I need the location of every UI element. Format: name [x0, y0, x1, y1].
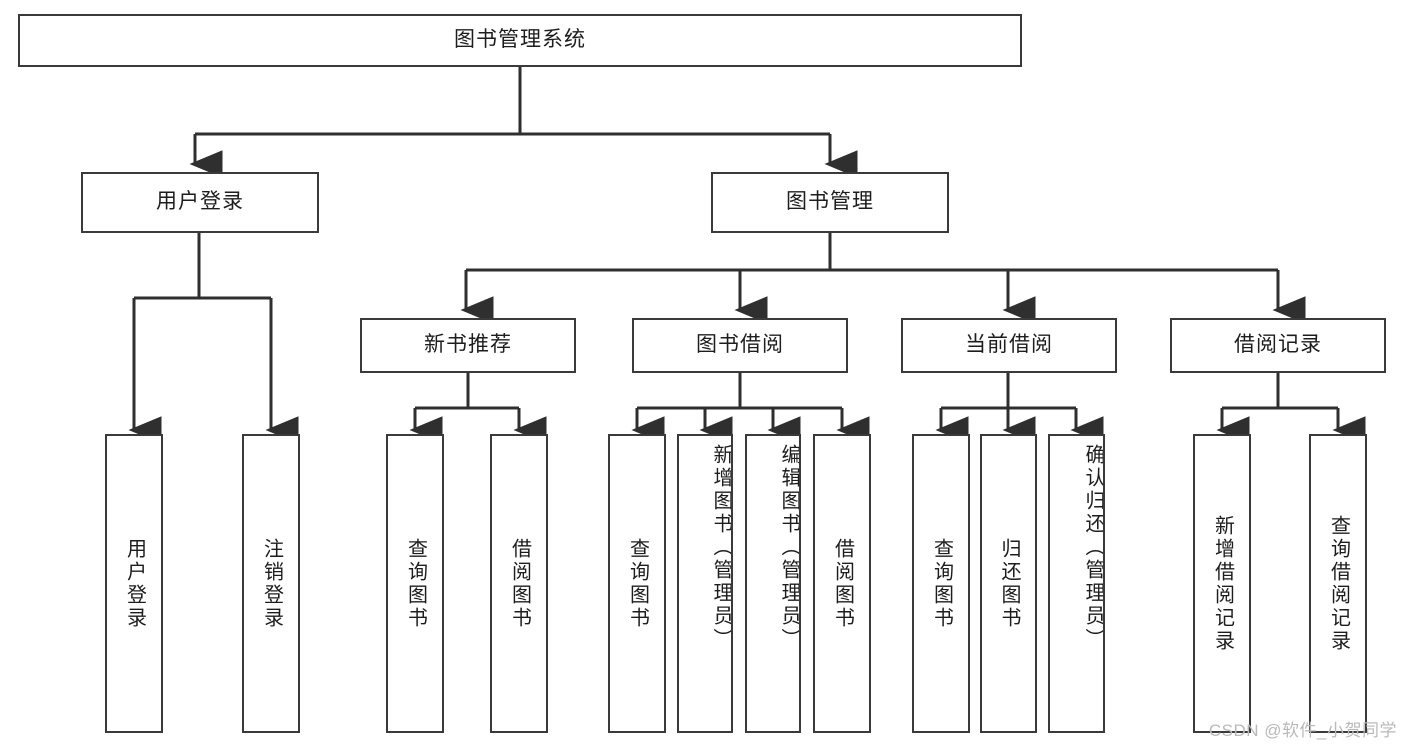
leaf-current-return-book[interactable]: 归还图书: [980, 434, 1037, 733]
node-label: 确认归还（管理员）: [1082, 444, 1104, 651]
node-user-login[interactable]: 用户登录: [81, 172, 319, 233]
node-label: 借阅图书: [508, 537, 531, 630]
node-label: 图书管理: [786, 190, 874, 214]
node-label: 当前借阅: [965, 333, 1053, 357]
node-new-book-recommend[interactable]: 新书推荐: [360, 318, 576, 373]
node-label: 图书借阅: [696, 333, 784, 357]
node-label: 编辑图书（管理员）: [778, 444, 800, 651]
node-book-management[interactable]: 图书管理: [711, 172, 949, 233]
leaf-user-login-logout[interactable]: 注销登录: [242, 434, 300, 733]
node-label: 新书推荐: [424, 333, 512, 357]
node-current-borrow[interactable]: 当前借阅: [901, 318, 1117, 373]
leaf-record-query-record[interactable]: 查询借阅记录: [1309, 434, 1367, 733]
node-label: 查询图书: [626, 537, 649, 630]
leaf-user-login-login[interactable]: 用户登录: [105, 434, 163, 733]
node-label: 查询图书: [930, 537, 953, 630]
node-label: 借阅图书: [831, 537, 854, 630]
node-root-system[interactable]: 图书管理系统: [18, 14, 1022, 67]
leaf-borrow-borrow-book[interactable]: 借阅图书: [813, 434, 871, 733]
node-label: 用户登录: [156, 190, 244, 214]
leaf-current-query-book[interactable]: 查询图书: [912, 434, 970, 733]
node-label: 注销登录: [260, 537, 283, 630]
leaf-borrow-query-book[interactable]: 查询图书: [608, 434, 666, 733]
leaf-recommend-query-book[interactable]: 查询图书: [386, 434, 444, 733]
leaf-borrow-edit-book[interactable]: 编辑图书（管理员）: [745, 434, 801, 733]
node-label: 借阅记录: [1234, 333, 1322, 357]
node-label: 用户登录: [123, 537, 146, 630]
node-label: 新增借阅记录: [1211, 514, 1234, 653]
node-borrow-record[interactable]: 借阅记录: [1170, 318, 1386, 373]
leaf-borrow-add-book[interactable]: 新增图书（管理员）: [677, 434, 733, 733]
leaf-record-add-record[interactable]: 新增借阅记录: [1193, 434, 1251, 733]
node-label: 图书管理系统: [454, 28, 586, 52]
node-label: 查询借阅记录: [1327, 514, 1350, 653]
node-book-borrow[interactable]: 图书借阅: [632, 318, 848, 373]
node-label: 归还图书: [998, 537, 1020, 630]
node-label: 查询图书: [404, 537, 427, 630]
leaf-current-confirm-return[interactable]: 确认归还（管理员）: [1048, 434, 1105, 733]
watermark-text: CSDN @软件_小贺同学: [1208, 721, 1397, 740]
node-label: 新增图书（管理员）: [710, 444, 732, 651]
leaf-recommend-borrow-book[interactable]: 借阅图书: [490, 434, 548, 733]
